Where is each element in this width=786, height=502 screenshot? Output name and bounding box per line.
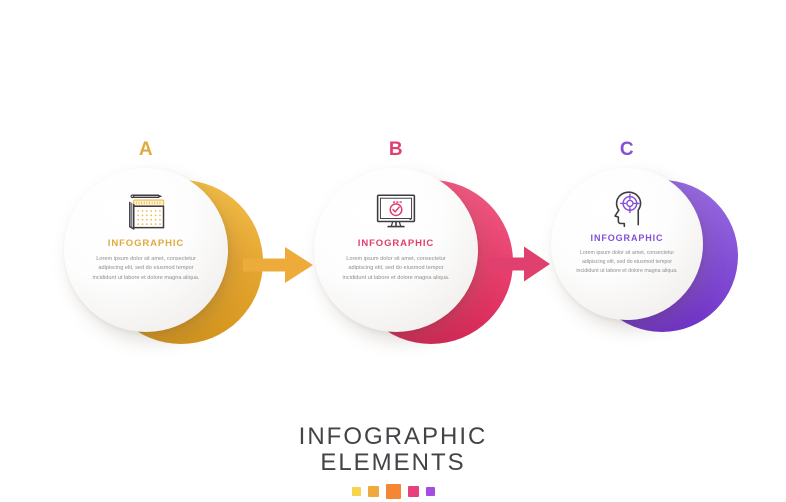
step-a-card[interactable]: INFOGRAPHIC Lorem ipsum dolor sit amet, … bbox=[64, 168, 228, 332]
monitor-check-icon bbox=[376, 194, 416, 228]
swatch-orange bbox=[385, 484, 401, 500]
step-c-letter: C bbox=[619, 139, 635, 160]
step-b[interactable]: B INFOGRAPHIC Lorem ipsum dolo bbox=[314, 140, 514, 368]
calendar-planner-icon bbox=[129, 194, 165, 230]
head-target-icon bbox=[614, 191, 642, 228]
swatch-amber bbox=[367, 486, 379, 498]
step-c-card[interactable]: INFOGRAPHIC Lorem ipsum dolor sit amet, … bbox=[551, 168, 703, 320]
step-c-title: INFOGRAPHIC bbox=[590, 233, 664, 243]
step-a-title: INFOGRAPHIC bbox=[107, 238, 185, 249]
swatch-pink bbox=[407, 486, 419, 498]
footer-title-line2: ELEMENTS bbox=[320, 448, 466, 476]
arrow-a-to-b-icon bbox=[243, 247, 313, 283]
footer-swatch-row bbox=[0, 482, 786, 502]
footer-title-line1: INFOGRAPHIC bbox=[298, 423, 488, 450]
step-a-letter: A bbox=[138, 139, 154, 160]
step-c[interactable]: C INFOGRAPHIC Lorem ipsum dolor sit amet… bbox=[551, 140, 751, 368]
step-a-body: Lorem ipsum dolor sit amet, consectetur … bbox=[92, 255, 200, 281]
footer: INFOGRAPHIC ELEMENTS bbox=[0, 424, 786, 502]
step-b-body: Lorem ipsum dolor sit amet, consectetur … bbox=[342, 255, 450, 281]
step-a[interactable]: A bbox=[64, 140, 264, 368]
step-b-card[interactable]: INFOGRAPHIC Lorem ipsum dolor sit amet, … bbox=[314, 168, 478, 332]
step-b-title: INFOGRAPHIC bbox=[357, 238, 435, 249]
step-c-body: Lorem ipsum dolor sit amet, consectetur … bbox=[576, 250, 678, 275]
swatch-yellow bbox=[351, 487, 361, 497]
step-b-letter: B bbox=[388, 139, 404, 160]
arrow-b-to-c-icon bbox=[486, 246, 550, 282]
swatch-purple bbox=[425, 487, 435, 497]
